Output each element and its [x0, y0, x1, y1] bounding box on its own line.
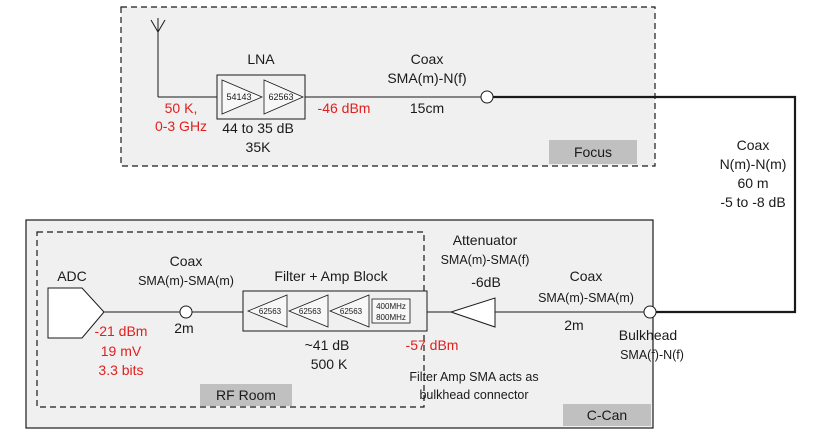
lna-title: LNA	[247, 51, 275, 67]
ccan-coax: Coax SMA(m)-SMA(m) 2m	[538, 268, 634, 333]
bandpass-filter-icon	[371, 298, 411, 324]
focus-tag-bg	[549, 140, 637, 164]
rfroom-tag: RF Room	[216, 387, 276, 403]
input-band: 0-3 GHz	[155, 118, 207, 134]
filter-amp-1-label: 62563	[259, 307, 282, 316]
focus-panel-border	[120, 6, 656, 167]
lna-amp-1-label: 54143	[226, 92, 251, 102]
rfroom-coax: Coax SMA(m)-SMA(m) 2m	[138, 253, 234, 336]
adc-icon	[47, 287, 105, 339]
bulkhead-connectors: SMA(f)-N(f)	[620, 348, 684, 362]
filter-amp-3-label: 62563	[340, 307, 363, 316]
lna-amp-2-label: 62563	[268, 92, 293, 102]
ccan-coax-connectors: SMA(m)-SMA(m)	[538, 291, 634, 305]
ccan-tag-bg	[563, 404, 651, 426]
attenuator-value: -6dB	[471, 274, 501, 290]
attenuator-title: Attenuator	[453, 232, 518, 248]
attenuator-icon	[449, 297, 496, 328]
link-loss: -5 to -8 dB	[720, 194, 785, 210]
link-title: Coax	[737, 137, 770, 153]
focus-coax-title: Coax	[411, 51, 444, 67]
filter-note-line-1: Filter Amp SMA acts as	[409, 370, 538, 384]
rfroom-coax-length: 2m	[174, 320, 193, 336]
filter-amp-1-icon	[246, 294, 288, 328]
adc: ADC -21 dBm 19 mV 3.3 bits	[47, 268, 148, 378]
ccan-coax-title: Coax	[570, 268, 603, 284]
rfroom-tag-bg	[200, 384, 292, 406]
link-connectors: N(m)-N(m)	[720, 156, 787, 172]
lna-amp-1-icon	[221, 79, 264, 115]
attenuator: Attenuator SMA(m)-SMA(f) -6dB	[441, 232, 530, 328]
filter-input-level: -57 dBm	[406, 337, 459, 353]
ccan-coax-length: 2m	[564, 317, 583, 333]
filter-amp-3-icon	[328, 294, 370, 328]
focus-coax: Coax SMA(m)-N(f) 15cm	[387, 51, 494, 116]
focus-coax-connectors: SMA(m)-N(f)	[387, 70, 466, 86]
long-coax-line	[493, 95, 797, 314]
filter-high-freq: 800MHz	[376, 313, 406, 322]
link-length: 60 m	[737, 175, 768, 191]
attenuator-connectors: SMA(m)-SMA(f)	[441, 253, 530, 267]
adc-level-mv: 19 mV	[101, 343, 142, 359]
lna-block: LNA 54143 62563 44 to 35 dB 35K	[216, 51, 306, 155]
focus-panel: Focus	[120, 6, 656, 167]
filter-amp-2-icon	[287, 294, 329, 328]
adc-level-dbm: -21 dBm	[95, 323, 148, 339]
adc-title: ADC	[57, 268, 87, 284]
focus-connector-icon	[480, 90, 494, 104]
bulkhead-connector-icon	[643, 305, 657, 319]
filter-block-noise-temp: 500 K	[311, 356, 348, 372]
bulkhead: Bulkhead SMA(f)-N(f)	[619, 305, 684, 362]
filter-note-line-2: bulkhead connector	[419, 388, 528, 402]
long-coax-label: Coax N(m)-N(m) 60 m -5 to -8 dB	[720, 137, 787, 210]
lna-noise-temp: 35K	[246, 139, 272, 155]
filter-block-title: Filter + Amp Block	[274, 268, 388, 284]
bulkhead-title: Bulkhead	[619, 327, 677, 343]
rfroom-connector-icon	[179, 305, 193, 319]
rfroom-coax-connectors: SMA(m)-SMA(m)	[138, 274, 234, 288]
input-temp: 50 K,	[165, 100, 198, 116]
filter-low-freq: 400MHz	[376, 302, 406, 311]
lna-gain: 44 to 35 dB	[222, 120, 294, 136]
focus-tag: Focus	[574, 144, 612, 160]
antenna-icon	[150, 18, 166, 97]
filter-block-gain: ~41 dB	[305, 337, 350, 353]
ccan-tag: C-Can	[587, 407, 627, 423]
rfroom-coax-title: Coax	[170, 253, 203, 269]
filter-amp-2-label: 62563	[299, 307, 322, 316]
adc-bits: 3.3 bits	[98, 362, 143, 378]
rfroom-panel: RF Room	[36, 231, 425, 408]
filter-amp-block: Filter + Amp Block 62563 62563 62563 400…	[242, 268, 428, 372]
focus-coax-length: 15cm	[410, 100, 444, 116]
lna-output-level: -46 dBm	[318, 100, 371, 116]
lna-amp-2-icon	[263, 79, 305, 115]
